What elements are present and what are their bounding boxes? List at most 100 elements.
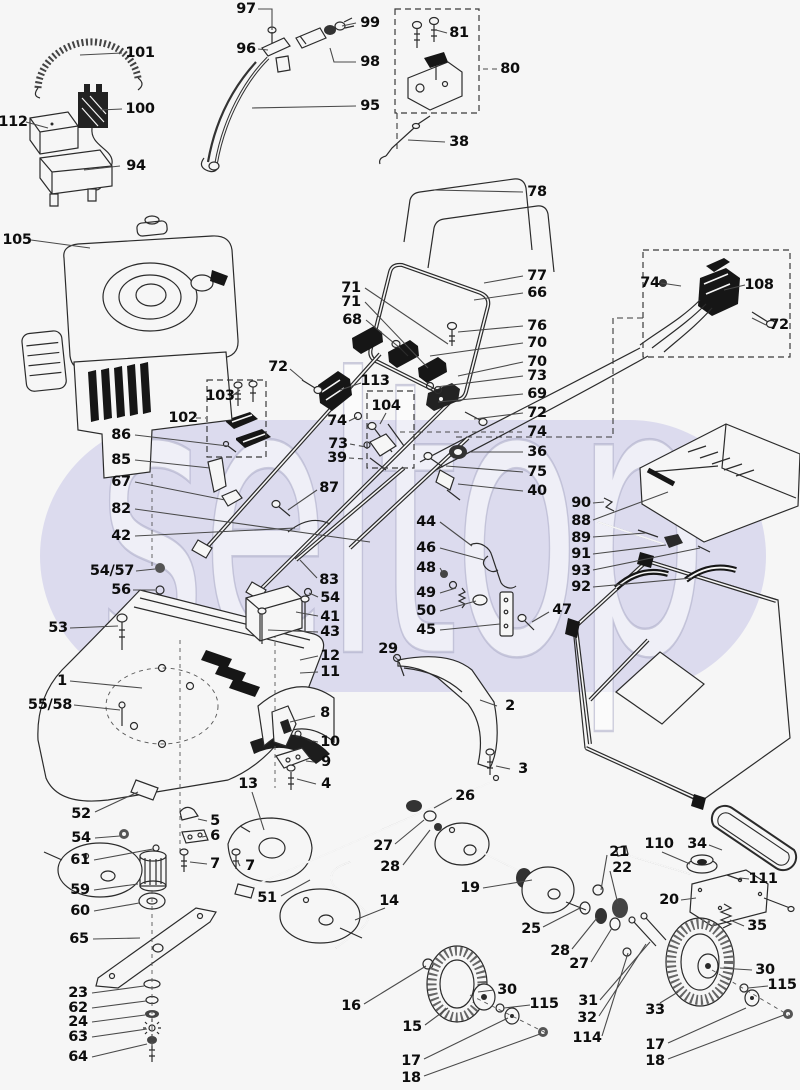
part-number-101: 101 bbox=[125, 44, 155, 61]
part-number-114: 114 bbox=[572, 1029, 602, 1046]
part-number-18: 18 bbox=[401, 1069, 421, 1086]
part-number-86: 86 bbox=[111, 426, 131, 443]
leader-line-73 bbox=[435, 375, 524, 388]
part-number-4: 4 bbox=[321, 775, 331, 792]
leader-line-42 bbox=[134, 527, 296, 537]
part-number-48: 48 bbox=[416, 559, 436, 576]
part-number-83: 83 bbox=[319, 571, 339, 588]
leader-line-46 bbox=[439, 547, 485, 561]
leader-line-86 bbox=[134, 434, 229, 447]
box-102-103 bbox=[206, 379, 267, 458]
leader-line-17 bbox=[667, 1007, 747, 1044]
leader-line-18 bbox=[423, 1033, 541, 1077]
part-number-27: 27 bbox=[569, 955, 589, 972]
part-number-65: 65 bbox=[69, 930, 89, 947]
leader-line-108 bbox=[723, 284, 746, 291]
part-number-47: 47 bbox=[552, 601, 572, 618]
leader-line-69 bbox=[437, 393, 524, 403]
part-number-115: 115 bbox=[529, 995, 559, 1012]
leader-line-73 bbox=[349, 443, 367, 448]
blade-assembly bbox=[95, 774, 500, 1062]
part-number-110: 110 bbox=[644, 835, 674, 852]
leader-line-103 bbox=[231, 389, 241, 397]
part-number-85: 85 bbox=[111, 451, 131, 468]
leader-line-8 bbox=[289, 715, 316, 723]
part-number-73: 73 bbox=[328, 435, 348, 452]
leader-line-5 bbox=[197, 818, 208, 822]
leader-line-47 bbox=[531, 611, 550, 623]
leader-line-99 bbox=[341, 22, 357, 27]
part-number-88: 88 bbox=[571, 512, 591, 529]
part-number-18: 18 bbox=[645, 1052, 665, 1069]
leader-line-114 bbox=[601, 952, 629, 1037]
leader-line-19 bbox=[482, 879, 533, 889]
handle-clamp-hardware bbox=[301, 321, 488, 427]
part-number-49: 49 bbox=[416, 584, 436, 601]
box-80-81 bbox=[394, 8, 480, 114]
leader-line-83 bbox=[299, 559, 318, 579]
leader-line-111 bbox=[739, 877, 750, 880]
part-number-102: 102 bbox=[168, 409, 198, 426]
leader-line-25 bbox=[542, 907, 581, 928]
part-number-95: 95 bbox=[360, 97, 380, 114]
part-number-94: 94 bbox=[126, 157, 146, 174]
part-number-7: 7 bbox=[210, 855, 220, 872]
leader-line-10 bbox=[312, 740, 319, 743]
leader-line-49 bbox=[439, 587, 457, 594]
leader-line-32 bbox=[598, 943, 647, 1017]
leader-line-68 bbox=[365, 319, 401, 349]
part-number-75: 75 bbox=[527, 463, 547, 480]
part-number-55/58: 55/58 bbox=[27, 696, 73, 713]
part-number-5: 5 bbox=[210, 812, 220, 829]
leader-line-28 bbox=[571, 917, 598, 950]
leader-line-62 bbox=[91, 1000, 147, 1009]
leader-line-2 bbox=[479, 699, 498, 707]
part-number-2: 2 bbox=[505, 697, 515, 714]
throttle-cable bbox=[200, 17, 355, 173]
leader-line-40 bbox=[457, 483, 524, 492]
part-number-61: 61 bbox=[70, 851, 90, 868]
leader-line-1 bbox=[69, 680, 143, 689]
part-number-69: 69 bbox=[527, 385, 547, 402]
part-number-97: 97 bbox=[236, 0, 256, 17]
leader-line-92 bbox=[592, 577, 693, 588]
part-number-70: 70 bbox=[527, 334, 547, 351]
engine-assembly bbox=[21, 215, 239, 568]
part-number-74: 74 bbox=[327, 412, 347, 429]
leader-line-7 bbox=[189, 861, 208, 865]
leader-line-113 bbox=[339, 382, 362, 391]
part-number-74: 74 bbox=[527, 423, 547, 440]
leader-line-4 bbox=[296, 778, 317, 785]
part-number-28: 28 bbox=[550, 942, 570, 959]
part-number-26: 26 bbox=[455, 787, 475, 804]
grass-catcher-cover bbox=[597, 423, 800, 583]
leader-line-93 bbox=[592, 547, 701, 571]
part-number-50: 50 bbox=[416, 602, 436, 619]
part-number-13: 13 bbox=[238, 775, 258, 792]
leader-line-26 bbox=[433, 797, 453, 809]
leader-line-76 bbox=[457, 325, 524, 333]
leader-line-115 bbox=[747, 985, 769, 989]
part-number-9: 9 bbox=[321, 753, 331, 770]
part-number-60: 60 bbox=[70, 902, 90, 919]
part-number-20: 20 bbox=[659, 891, 679, 908]
leader-line-78 bbox=[433, 189, 524, 193]
part-number-54/57: 54/57 bbox=[89, 562, 135, 579]
leader-line-90 bbox=[592, 501, 605, 504]
leader-line-105 bbox=[30, 239, 91, 249]
part-number-6: 6 bbox=[210, 827, 220, 844]
part-number-25: 25 bbox=[521, 920, 541, 937]
leader-line-24 bbox=[91, 1014, 146, 1023]
part-number-72: 72 bbox=[769, 316, 789, 333]
leader-line-70 bbox=[457, 361, 524, 377]
leader-line-45 bbox=[439, 623, 501, 631]
leader-line-96 bbox=[257, 48, 269, 51]
part-number-45: 45 bbox=[416, 621, 436, 638]
part-number-115: 115 bbox=[767, 976, 797, 993]
control-linkage-parts bbox=[423, 445, 535, 637]
part-number-66: 66 bbox=[527, 284, 547, 301]
part-number-29: 29 bbox=[378, 640, 398, 657]
leader-line-54/57 bbox=[135, 568, 156, 572]
cable-clamp-kit bbox=[226, 380, 271, 448]
part-number-63: 63 bbox=[68, 1028, 88, 1045]
